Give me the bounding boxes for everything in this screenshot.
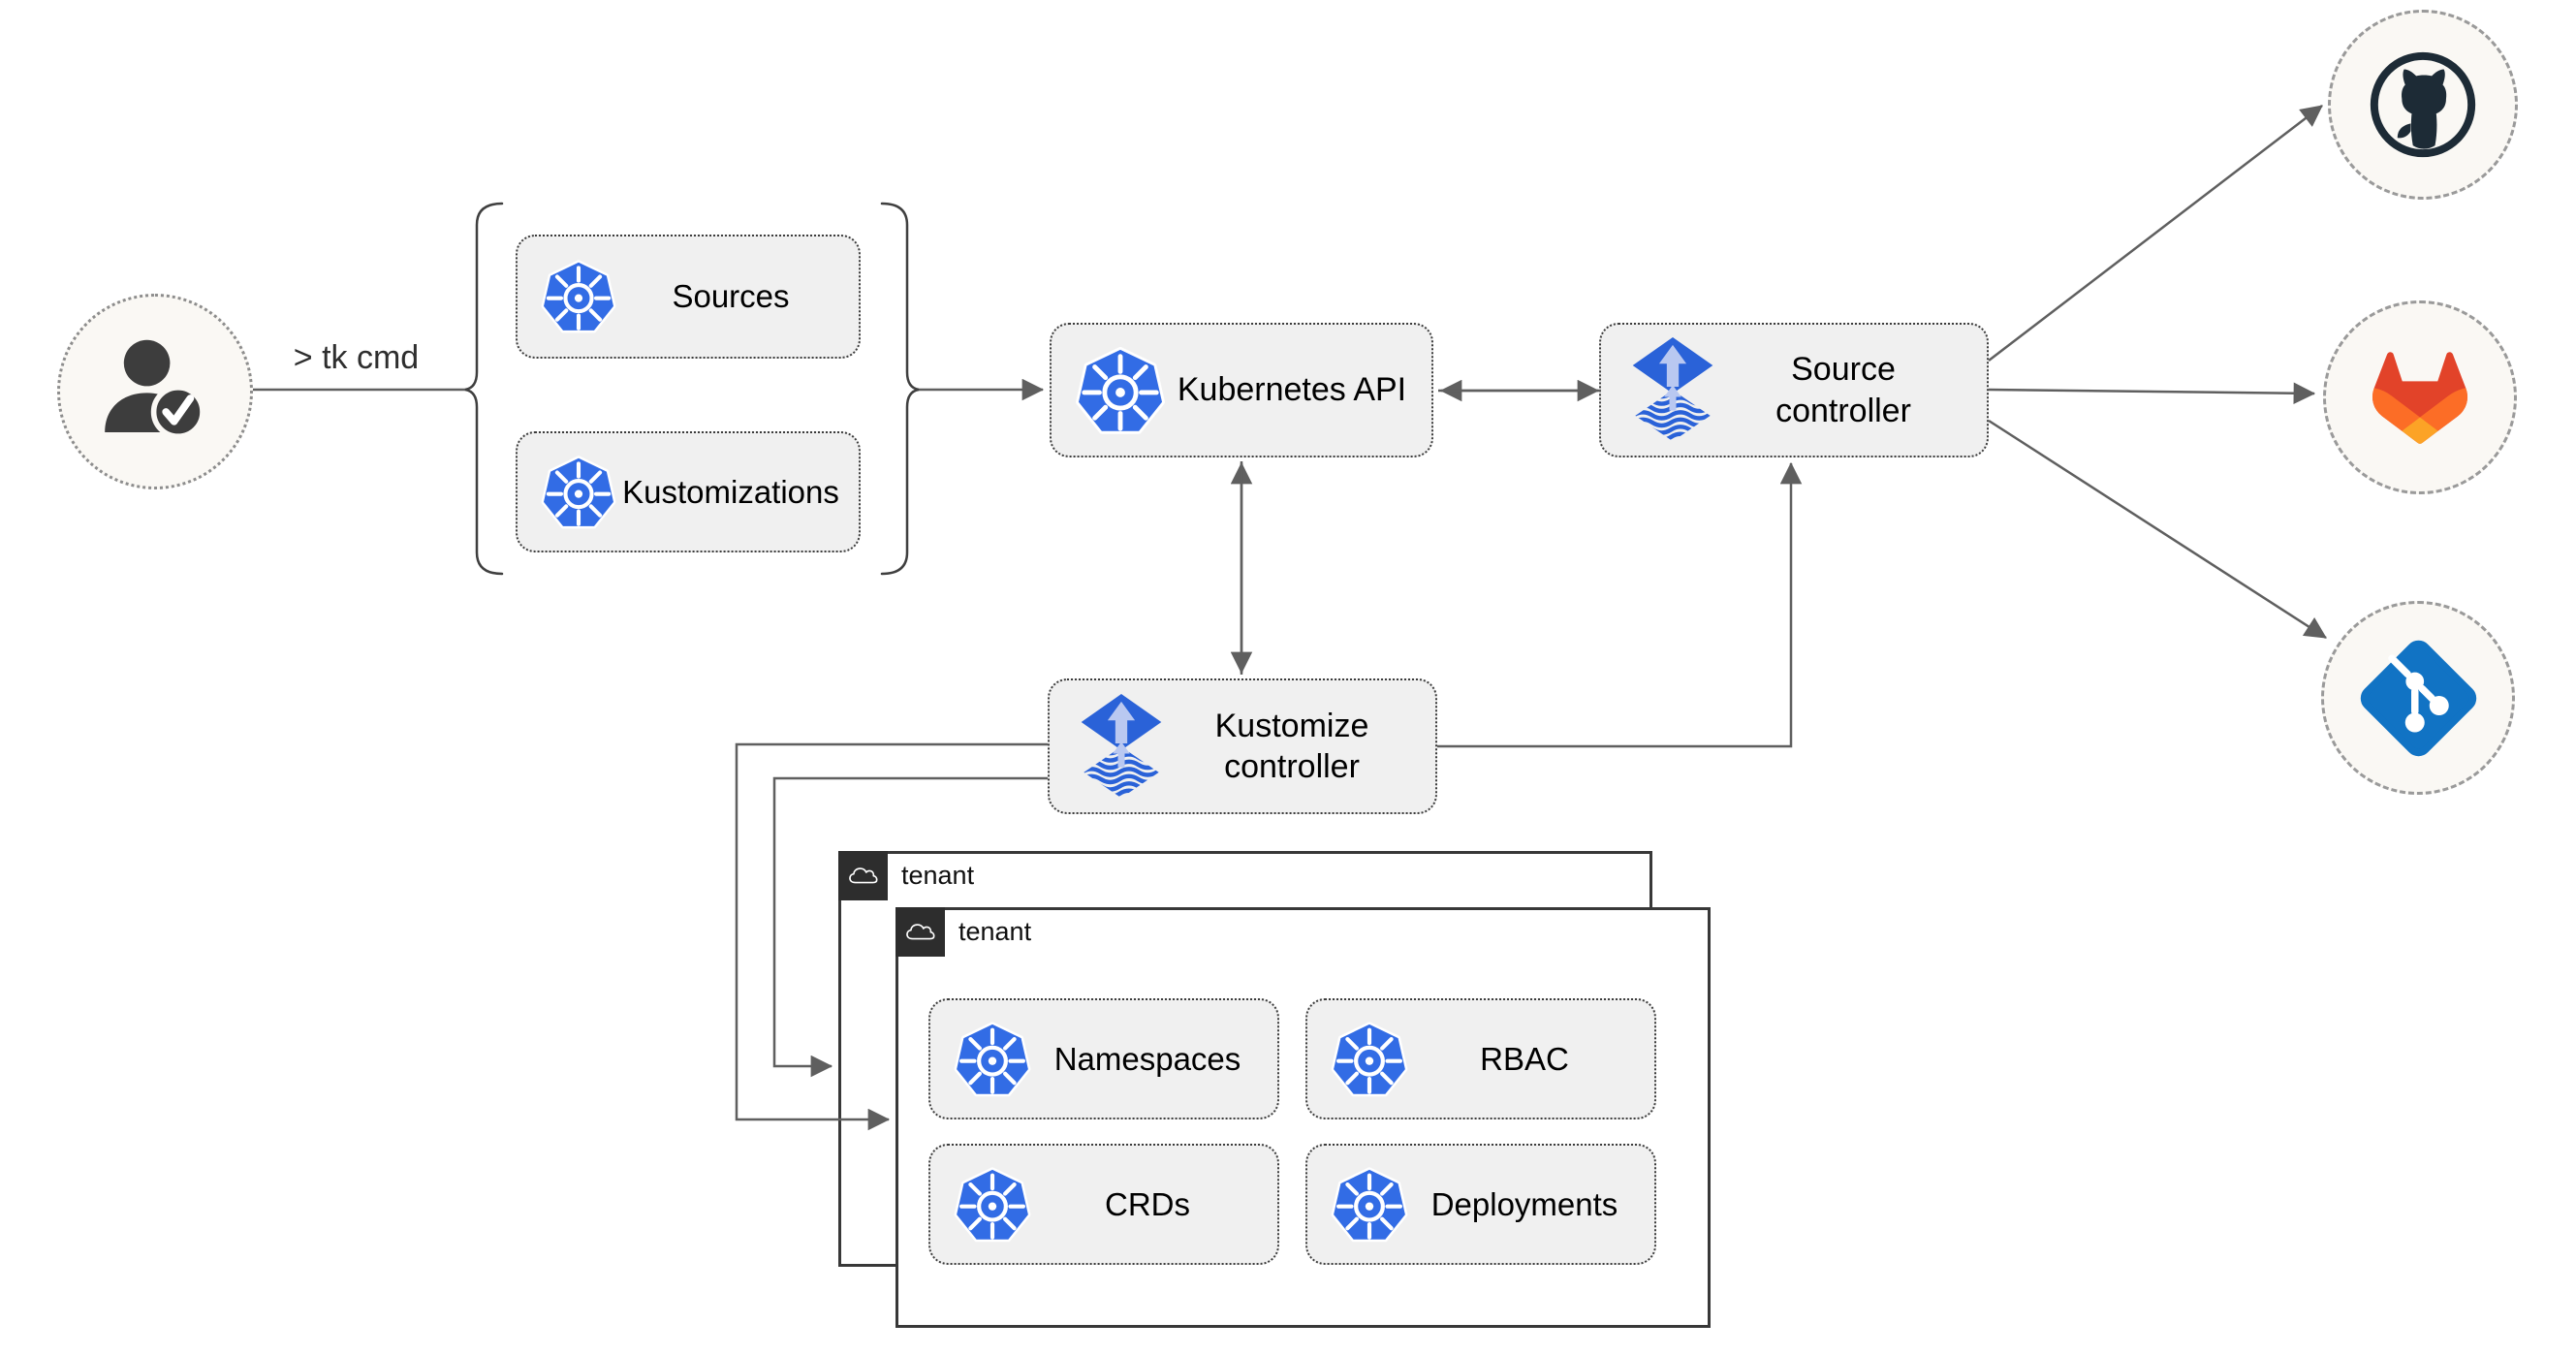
cloud-icon: [904, 921, 936, 944]
kubernetes-icon: [1329, 1164, 1410, 1245]
node-rbac-label: RBAC: [1480, 1040, 1569, 1077]
node-sources-label: Sources: [672, 278, 790, 315]
edge-kustomize-to-source: [1437, 461, 1803, 748]
left-brace: [464, 202, 504, 576]
github-circle: [2328, 10, 2518, 200]
node-kustomize-controller-label: Kustomize controller: [1214, 707, 1369, 786]
tenant-back-tab: [838, 851, 888, 900]
edge-source-to-git: [1988, 419, 2327, 640]
node-rbac: RBAC: [1305, 998, 1656, 1119]
node-kustomizations: Kustomizations: [516, 431, 861, 552]
kubernetes-icon: [1073, 343, 1168, 438]
tenant-back-label: tenant: [901, 861, 975, 890]
right-brace: [880, 202, 920, 576]
node-source-controller: Source controller: [1599, 323, 1989, 457]
cloud-icon: [847, 865, 879, 888]
gitlab-circle: [2323, 300, 2517, 494]
edge-source-to-github: [1988, 105, 2323, 362]
git-icon: [2358, 638, 2479, 759]
node-crds-label: CRDs: [1105, 1185, 1190, 1222]
kubernetes-icon: [1329, 1019, 1410, 1100]
node-namespaces-label: Namespaces: [1053, 1040, 1241, 1077]
user-circle: [57, 294, 253, 489]
node-namespaces: Namespaces: [928, 998, 1279, 1119]
edge-source-to-gitlab: [1988, 382, 2316, 404]
git-circle: [2321, 601, 2515, 795]
node-kustomizations-label: Kustomizations: [622, 473, 839, 510]
flux-icon: [1630, 337, 1715, 443]
node-kubernetes-api: Kubernetes API: [1050, 323, 1433, 457]
kubernetes-icon: [952, 1019, 1033, 1100]
node-kustomize-controller: Kustomize controller: [1048, 678, 1437, 814]
node-sources: Sources: [516, 235, 861, 359]
tenant-front-tab: [895, 907, 945, 957]
node-crds: CRDs: [928, 1144, 1279, 1265]
kubernetes-icon: [539, 257, 618, 336]
tenant-front-label: tenant: [958, 917, 1032, 946]
flux-icon: [1079, 694, 1164, 800]
node-deployments: Deployments: [1305, 1144, 1656, 1265]
github-icon: [2368, 49, 2478, 160]
gitlab-icon: [2326, 303, 2514, 492]
person-check-icon: [87, 324, 223, 459]
kubernetes-icon: [539, 453, 618, 532]
node-deployments-label: Deployments: [1430, 1185, 1618, 1222]
kubernetes-icon: [952, 1164, 1033, 1245]
tk-cmd-label: > tk cmd: [293, 339, 420, 376]
node-source-controller-label: Source controller: [1775, 351, 1911, 429]
node-kubernetes-api-label: Kubernetes API: [1177, 371, 1407, 409]
